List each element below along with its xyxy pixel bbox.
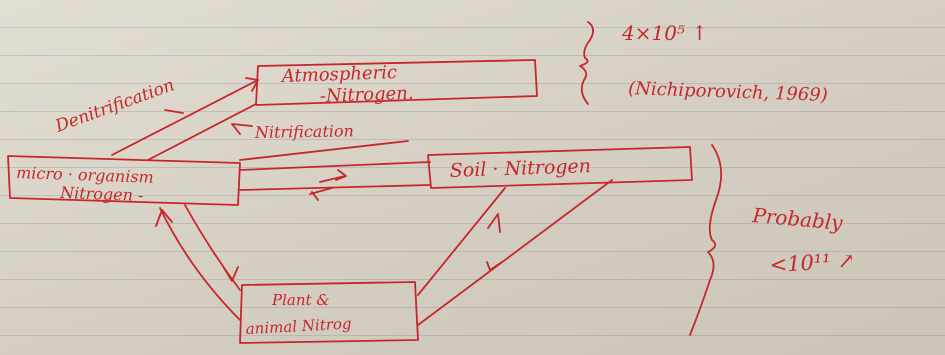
denitrification-arrow-head bbox=[245, 77, 259, 92]
citation-text: (Nichiporovich, 1969) bbox=[628, 78, 828, 106]
plant-animal-nitrogen-label-1: Plant & bbox=[271, 291, 330, 309]
denitrification-arrow-line bbox=[111, 79, 259, 156]
atmospheric-nitrogen-label-2: -Nitrogen. bbox=[319, 83, 413, 107]
plant-animal-nitrogen-label-2: animal Nitrog bbox=[245, 314, 352, 338]
denitrification-edge: Denitrification bbox=[52, 75, 259, 161]
soil-nitrogen-node: Soil · Nitrogen bbox=[427, 146, 693, 189]
denitrification-label: Denitrification bbox=[52, 75, 177, 137]
soil-nitrogen-box bbox=[427, 146, 693, 189]
micro-soil-line-top bbox=[239, 161, 431, 171]
micro-soil-line-bottom bbox=[239, 184, 431, 191]
microorganism-nitrogen-label-2: Nitrogen - bbox=[59, 183, 144, 205]
atmospheric-nitrogen-label-1: Atmospheric bbox=[279, 62, 397, 87]
denitrification-tick bbox=[164, 109, 184, 114]
atmospheric-nitrogen-box bbox=[255, 59, 538, 106]
atmospheric-pool-value: 4×10⁵ ↑ bbox=[621, 21, 708, 45]
soil-plant-brace bbox=[689, 144, 722, 336]
plant-animal-nitrogen-box bbox=[239, 281, 419, 344]
probably-label: Probably bbox=[751, 203, 845, 235]
soil-to-plant-line bbox=[417, 179, 613, 326]
nitrification-arrow-head bbox=[231, 123, 253, 135]
soil-plant-exchange bbox=[417, 179, 613, 326]
plant-to-micro-line bbox=[159, 207, 241, 321]
plant-to-micro-arrow-head bbox=[155, 209, 173, 227]
micro-to-plant-arrow-head bbox=[223, 266, 239, 282]
nitrification-label: Nitrification bbox=[254, 121, 354, 142]
soil-nitrogen-label: Soil · Nitrogen bbox=[449, 155, 591, 182]
nitrification-arrow-line bbox=[239, 140, 409, 161]
nitrification-edge: Nitrification bbox=[231, 121, 409, 161]
denitrification-return-line bbox=[147, 103, 257, 161]
atmospheric-brace bbox=[579, 21, 594, 105]
soil-plant-estimate: <10¹¹ ↗ bbox=[769, 249, 856, 277]
plant-to-soil-line bbox=[417, 187, 506, 296]
atmospheric-nitrogen-node: Atmospheric -Nitrogen. bbox=[255, 59, 538, 107]
micro-to-soil-arrow bbox=[319, 169, 347, 183]
plant-to-soil-arrow-head bbox=[487, 213, 501, 233]
microorganism-nitrogen-label-1: micro · organism bbox=[16, 163, 154, 187]
plant-animal-nitrogen-node: Plant & animal Nitrog bbox=[239, 281, 419, 344]
microorganism-nitrogen-node: micro · organism Nitrogen - bbox=[7, 155, 241, 206]
micro-plant-exchange bbox=[155, 204, 241, 321]
soil-to-plant-arrow-head bbox=[486, 261, 503, 271]
micro-soil-exchange bbox=[239, 161, 431, 201]
micro-to-plant-line bbox=[184, 204, 241, 291]
microorganism-nitrogen-box bbox=[7, 155, 241, 206]
soil-to-micro-arrow bbox=[309, 187, 333, 201]
